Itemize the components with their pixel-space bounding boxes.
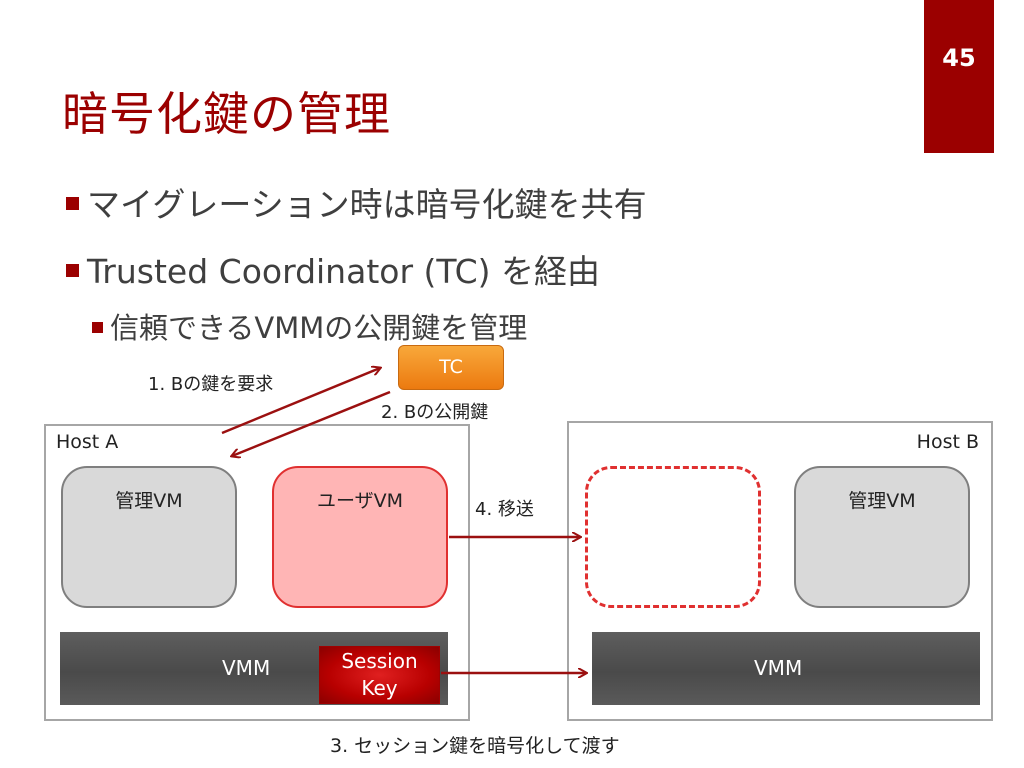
host-a-user-vm: ユーザVM	[272, 466, 448, 608]
host-b-mgmt-vm: 管理VM	[794, 466, 970, 608]
step-2-label: 2. Bの公開鍵	[381, 402, 489, 423]
bullet-square-icon	[66, 264, 79, 277]
session-key-line1: Session	[341, 649, 418, 673]
trusted-coordinator-box: TC	[398, 345, 504, 390]
slide-title: 暗号化鍵の管理	[62, 87, 391, 141]
bullet-1: マイグレーション時は暗号化鍵を共有	[66, 178, 647, 226]
bullet-square-icon	[92, 322, 103, 333]
host-a-label: Host A	[56, 431, 119, 453]
session-key-line2: Key	[361, 676, 398, 700]
page-number: 45	[924, 0, 994, 153]
bullet-1-text: マイグレーション時は暗号化鍵を共有	[87, 185, 647, 224]
public-key-arrow	[232, 390, 391, 456]
request-key-arrow	[221, 368, 380, 435]
host-a-mgmt-vm-label: 管理VM	[115, 490, 183, 512]
bullet-square-icon	[66, 197, 79, 210]
host-b-migrated-vm-slot	[585, 466, 761, 608]
host-b-vmm-label: VMM	[754, 656, 803, 680]
host-b-mgmt-vm-label: 管理VM	[848, 490, 916, 512]
step-1-label: 1. Bの鍵を要求	[148, 374, 274, 395]
host-a-vmm-label: VMM	[222, 656, 271, 680]
host-b-vmm: VMM	[592, 632, 980, 705]
sub-bullet-1: 信頼できるVMMの公開鍵を管理	[92, 305, 527, 347]
sub-bullet-1-text: 信頼できるVMMの公開鍵を管理	[110, 311, 528, 345]
host-a-user-vm-label: ユーザVM	[316, 490, 403, 512]
step-4-label: 4. 移送	[475, 499, 534, 520]
bullet-2: Trusted Coordinator (TC) を経由	[66, 245, 600, 293]
host-b-label: Host B	[916, 431, 979, 453]
step-3-label: 3. セッション鍵を暗号化して渡す	[330, 735, 620, 757]
bullet-2-text: Trusted Coordinator (TC) を経由	[87, 252, 601, 291]
host-a-mgmt-vm: 管理VM	[61, 466, 237, 608]
session-key: Session Key	[319, 646, 440, 704]
tc-label: TC	[439, 356, 463, 378]
